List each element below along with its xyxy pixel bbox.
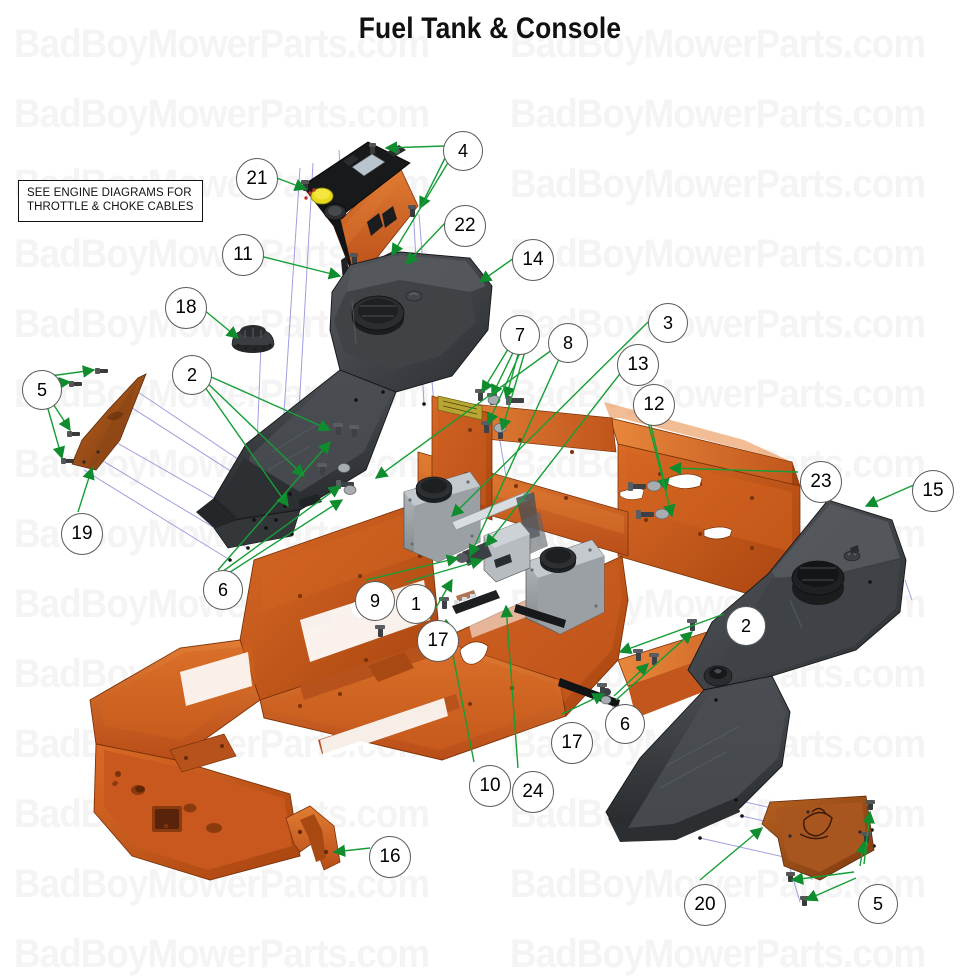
- callout-5[interactable]: 5: [858, 884, 898, 924]
- callout-15[interactable]: 15: [912, 470, 954, 512]
- left-fender-bracket: [71, 373, 147, 471]
- callout-17[interactable]: 17: [417, 620, 459, 662]
- callout-3[interactable]: 3: [648, 303, 688, 343]
- callout-1[interactable]: 1: [396, 584, 436, 624]
- hydraulic-reservoir-left: [403, 471, 481, 563]
- callout-21[interactable]: 21: [236, 158, 278, 200]
- callout-4[interactable]: 4: [443, 131, 483, 171]
- callout-12[interactable]: 12: [633, 384, 675, 426]
- engine-diagram-note: SEE ENGINE DIAGRAMS FOR THROTTLE & CHOKE…: [18, 180, 203, 222]
- callout-20[interactable]: 20: [684, 884, 726, 926]
- callout-9[interactable]: 9: [355, 581, 395, 621]
- page-title: Fuel Tank & Console: [358, 12, 622, 45]
- callout-18[interactable]: 18: [165, 287, 207, 329]
- note-line-2: THROTTLE & CHOKE CABLES: [27, 201, 194, 214]
- bracket-screws-right: [786, 800, 875, 906]
- callout-5[interactable]: 5: [22, 370, 62, 410]
- callout-2[interactable]: 2: [172, 355, 212, 395]
- note-line-1: SEE ENGINE DIAGRAMS FOR: [27, 187, 192, 199]
- callout-6[interactable]: 6: [203, 570, 243, 610]
- right-fuel-tank: [605, 499, 907, 864]
- callout-11[interactable]: 11: [222, 234, 264, 276]
- callout-19[interactable]: 19: [61, 513, 103, 555]
- fuel-cap: [231, 325, 275, 353]
- callout-24[interactable]: 24: [512, 771, 554, 813]
- callout-16[interactable]: 16: [369, 836, 411, 878]
- callout-23[interactable]: 23: [800, 461, 842, 503]
- callout-2[interactable]: 2: [726, 606, 766, 646]
- callout-22[interactable]: 22: [444, 205, 486, 247]
- callout-10[interactable]: 10: [469, 765, 511, 807]
- callout-17[interactable]: 17: [551, 722, 593, 764]
- callout-6[interactable]: 6: [605, 704, 645, 744]
- callout-7[interactable]: 7: [500, 315, 540, 355]
- left-fuel-tank: [196, 251, 493, 562]
- callout-leader-lines: [45, 141, 917, 902]
- callout-13[interactable]: 13: [617, 344, 659, 386]
- callout-8[interactable]: 8: [548, 323, 588, 363]
- hydraulic-reservoir-right: [525, 539, 605, 635]
- callout-14[interactable]: 14: [512, 239, 554, 281]
